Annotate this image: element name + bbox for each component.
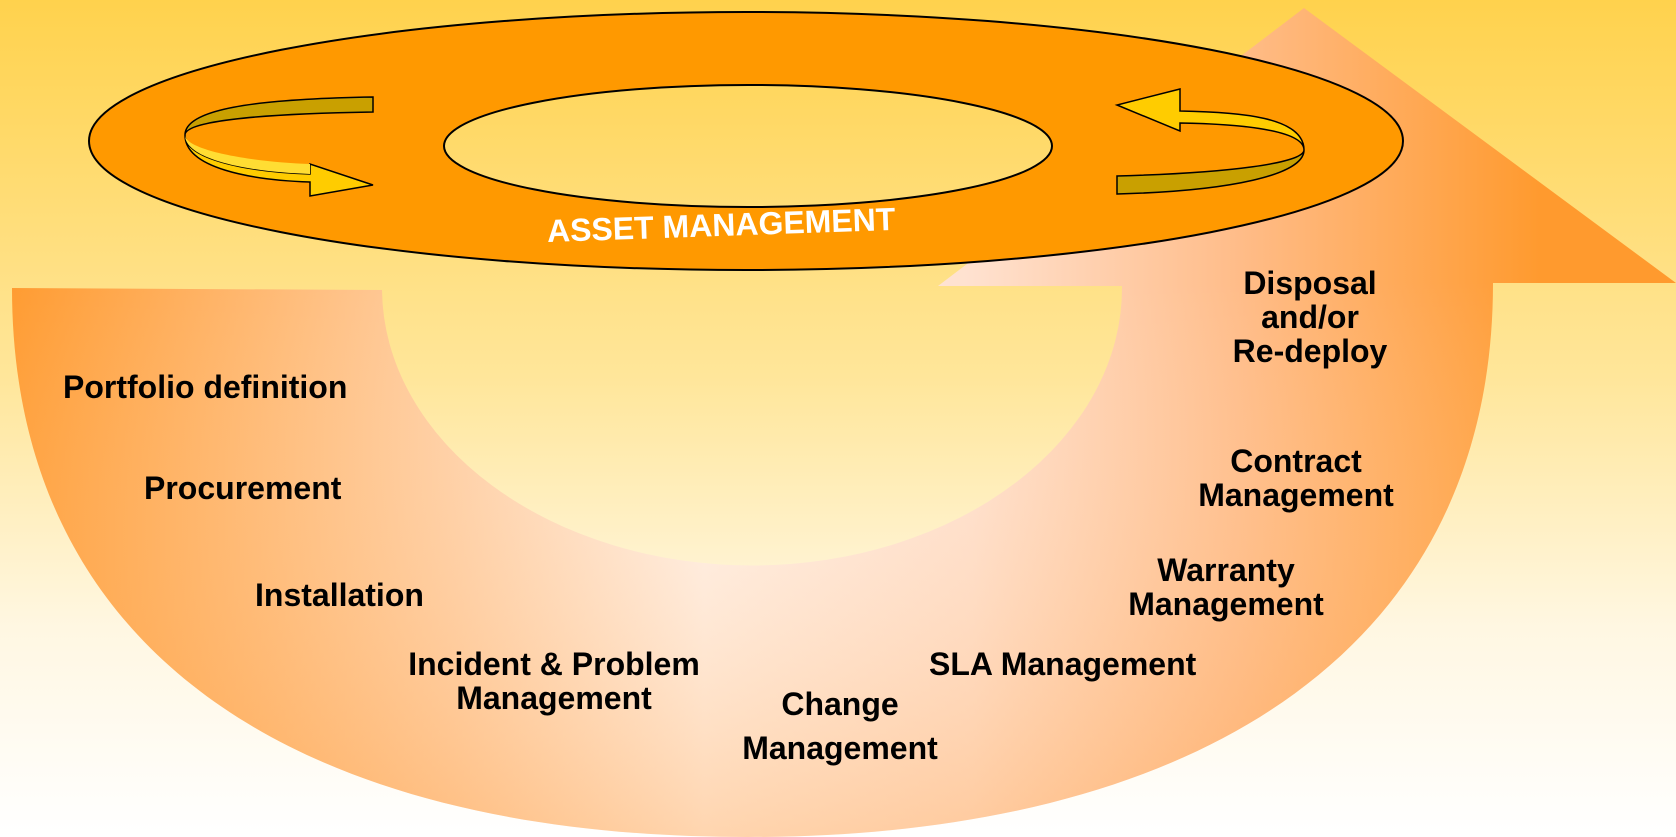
step-disposal-redeploy: Disposal and/or Re-deploy: [1210, 266, 1410, 368]
step-portfolio-definition-line-1: Portfolio definition: [63, 369, 348, 405]
step-procurement-line-1: Procurement: [144, 470, 342, 506]
step-change-management: Change Management: [728, 682, 952, 770]
step-sla-management: SLA Management: [929, 647, 1196, 681]
step-installation-line-1: Installation: [255, 577, 424, 613]
step-incident-line-2: Management: [456, 680, 652, 716]
step-incident-problem-management: Incident & Problem Management: [382, 647, 726, 715]
step-change-line-2: Management: [742, 730, 938, 766]
step-sla-line-1: SLA Management: [929, 646, 1197, 682]
step-installation: Installation: [255, 578, 424, 612]
right-rotation-arrow-icon: [1114, 88, 1305, 195]
step-contract-line-1: Contract: [1230, 443, 1362, 479]
step-disposal-line-3: Re-deploy: [1232, 333, 1388, 369]
step-contract-management: Contract Management: [1177, 444, 1415, 512]
left-rotation-arrow-icon: [184, 96, 374, 197]
asset-management-ring: [87, 11, 1405, 271]
step-contract-line-2: Management: [1198, 477, 1394, 513]
step-change-line-1: Change: [781, 686, 899, 722]
step-portfolio-definition: Portfolio definition: [63, 370, 347, 404]
step-warranty-management: Warranty Management: [1110, 553, 1342, 621]
step-warranty-line-2: Management: [1128, 586, 1324, 622]
step-warranty-line-1: Warranty: [1157, 552, 1295, 588]
step-procurement: Procurement: [144, 471, 341, 505]
step-disposal-line-2: and/or: [1261, 299, 1359, 335]
step-disposal-line-1: Disposal: [1243, 265, 1377, 301]
step-incident-line-1: Incident & Problem: [408, 646, 700, 682]
